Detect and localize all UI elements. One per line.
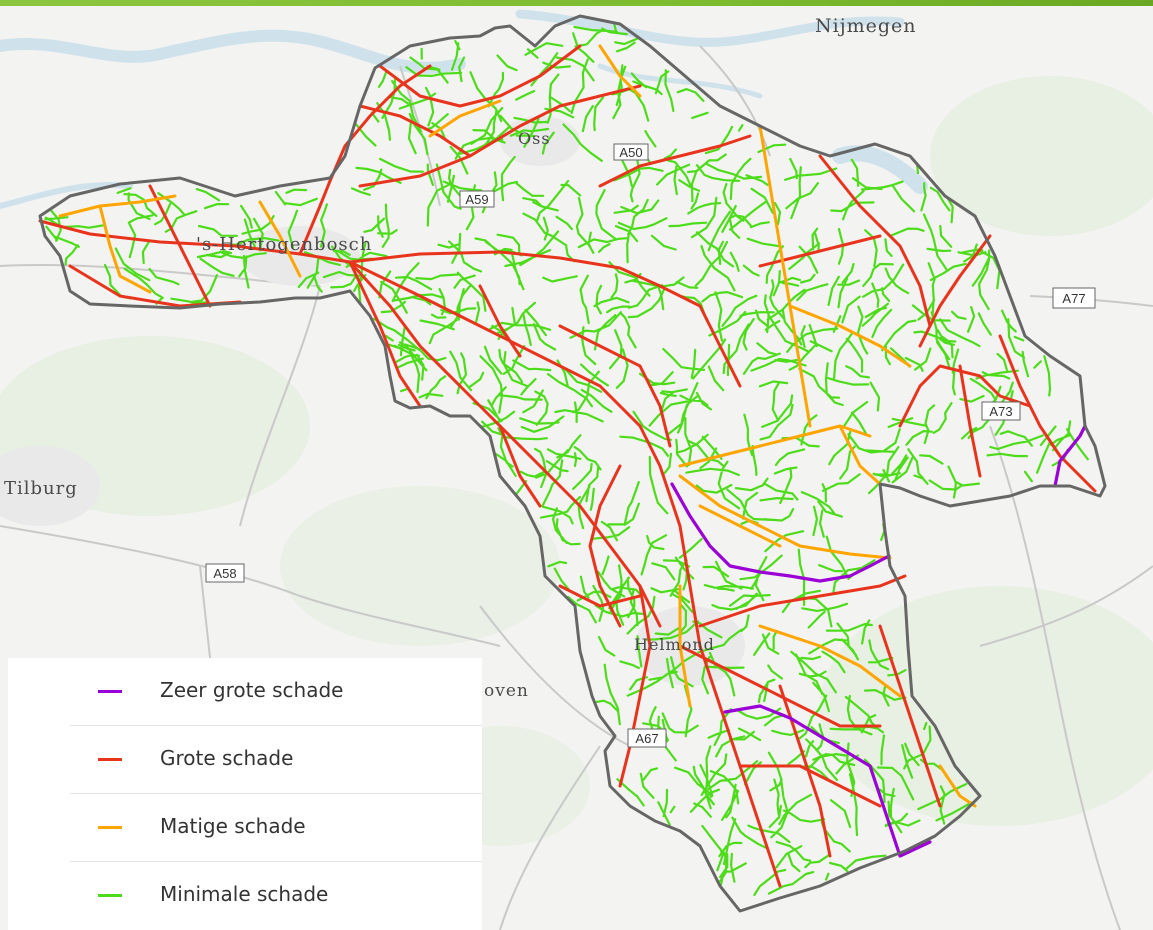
place-label-nijmegen: Nijmegen [815,15,917,37]
network-grote-schade-15 [678,644,882,728]
network-zeer-grote-schade-0 [670,482,891,583]
network-matige-schade-7 [678,584,692,708]
network-grote-schade-28 [478,284,522,358]
network-matige-schade-4 [678,424,872,468]
legend-item-matige-schade: Matige schade [70,794,482,862]
network-grote-schade-23 [958,364,982,478]
network-matige-schade-2 [758,124,812,428]
network-grote-schade-19 [878,624,942,808]
network-grote-schade-24 [818,154,932,328]
svg-text:A67: A67 [635,731,658,746]
network-matige-schade-6 [698,504,782,548]
svg-text:A77: A77 [1062,291,1085,306]
network-matige-schade-13 [598,44,642,98]
svg-text:A58: A58 [213,566,236,581]
network-grote-schade-18 [778,684,832,858]
svg-text:A73: A73 [989,404,1012,419]
network-grote-schade-16 [698,574,907,628]
legend-label: Grote schade [160,746,294,770]
network-grote-schade-6 [328,64,432,183]
svg-text:A50: A50 [619,145,642,160]
network-grote-schade-10 [598,134,752,188]
network-grote-schade-4 [348,260,422,408]
place-label-tilburg: Tilburg [4,478,78,499]
place-label-eindhoven: oven [484,681,529,701]
network-matige-schade-11 [258,200,302,278]
network-matige-schade-8 [758,624,902,698]
network-grote-schade-17 [738,764,882,808]
network-grote-schade-14 [618,584,652,788]
header-accent-bar [0,0,1153,6]
network-grote-schade-0 [38,219,352,264]
network-grote-schade-9 [378,44,582,108]
svg-text:A59: A59 [465,192,488,207]
network-matige-schade-12 [838,424,882,486]
place-label-oss: Oss [518,129,551,148]
damage-network [38,21,1097,896]
legend-swatch [98,826,122,829]
network-minimale-schade [44,21,1089,896]
network-matige-schade-10 [428,99,502,138]
network-zeer-grote-schade-1 [723,704,932,858]
network-grote-schade-29 [298,179,332,256]
place-label-denbosch: 's-Hertogenbosch [196,234,372,255]
road-shield-a58: A58 [205,563,245,583]
legend-swatch [98,894,122,897]
network-grote-schade-30 [148,184,212,308]
network-grote-schade-7 [358,84,642,188]
network-grote-schade-27 [558,584,642,608]
road-shield-a59: A59 [459,190,495,208]
road-shield-a73: A73 [981,401,1021,421]
network-grote-schade-11 [558,324,672,448]
legend-item-zeer-grote-schade: Zeer grote schade [70,658,482,726]
legend-item-grote-schade: Grote schade [70,726,482,794]
road-shield-a50: A50 [613,143,649,161]
network-matige-schade-1 [98,204,152,294]
network-grote-schade-8 [358,104,472,158]
legend-label: Zeer grote schade [160,678,344,702]
legend-label: Minimale schade [160,882,329,906]
legend-label: Matige schade [160,814,306,838]
network-matige-schade-3 [788,304,912,368]
region-boundary [38,14,1107,913]
place-label-helmond: Helmond [634,635,715,654]
network-matige-schade-5 [678,474,892,560]
network-grote-schade-3 [348,260,662,628]
legend-swatch [98,758,122,761]
legend-swatch [98,690,122,693]
network-grote-schade-2 [348,250,662,288]
network-grote-schade-22 [998,334,1097,493]
highway-shields: A58 A67 A77 A73 A59 A50 [205,143,1096,748]
network-grote-schade-13 [588,464,622,628]
network-grote-schade-12 [498,424,542,508]
network-grote-schade-25 [758,234,882,268]
road-shield-a77: A77 [1052,287,1096,309]
network-zeer-grote-schade-2 [1053,424,1087,488]
network-grote-schade-26 [658,284,742,388]
road-shield-a67: A67 [627,728,667,748]
legend-item-minimale-schade: Minimale schade [70,862,482,930]
map-legend: Zeer grote schade Grote schade Matige sc… [8,658,482,930]
place-labels: Nijmegen Oss 's-Hertogenbosch Tilburg He… [4,15,917,701]
network-matige-schade-0 [58,194,177,218]
network-matige-schade-9 [938,764,977,808]
network-grote-schade-5 [348,260,782,888]
